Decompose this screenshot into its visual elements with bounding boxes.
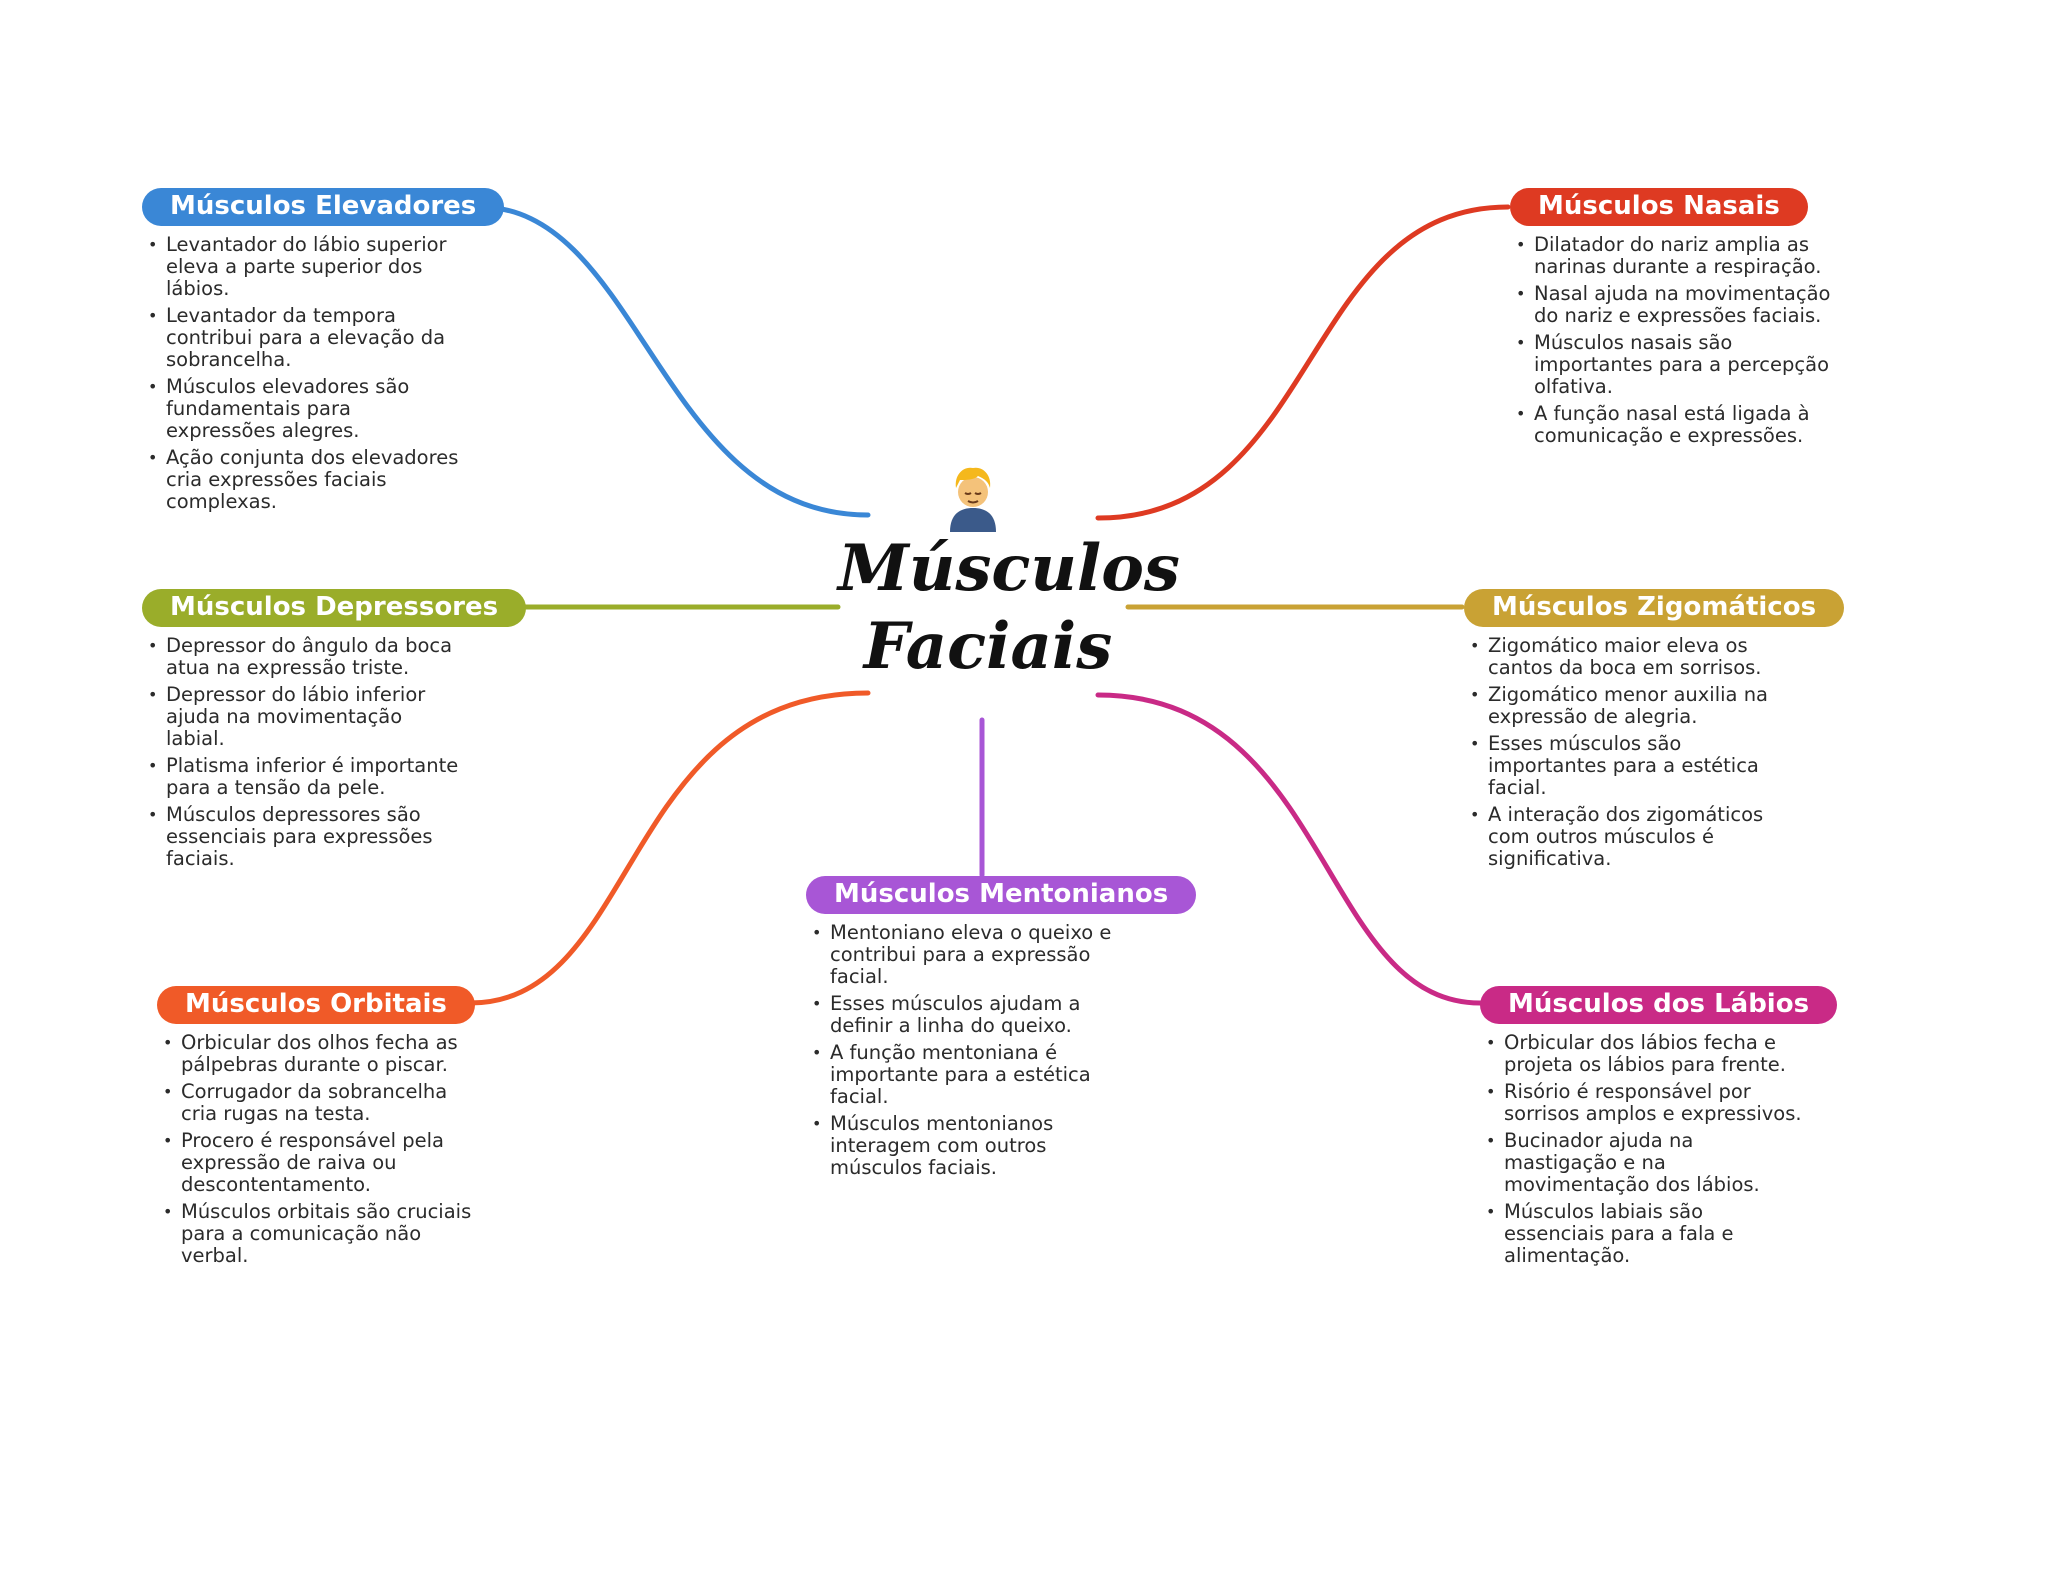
branch-title[interactable]: Músculos Mentonianos	[806, 876, 1197, 914]
connector-nasais	[1095, 204, 1511, 521]
branch-zigomaticos: Músculos Zigomáticos Zigomático maior el…	[1464, 589, 1845, 875]
person-icon	[938, 462, 1008, 532]
central-topic-line1: Músculos	[838, 531, 1180, 606]
branch-title[interactable]: Músculos dos Lábios	[1480, 986, 1838, 1024]
branch-points: Depressor do ângulo da boca atua na expr…	[142, 635, 526, 870]
list-item: Músculos elevadores são fundamentais par…	[148, 376, 466, 442]
list-item: Levantador da tempora contribui para a e…	[148, 305, 466, 371]
list-item: Músculos nasais são importantes para a p…	[1516, 332, 1834, 398]
list-item: A função mentoniana é importante para a …	[812, 1042, 1130, 1108]
branch-points: Orbicular dos olhos fecha as pálpebras d…	[157, 1032, 481, 1267]
branch-title[interactable]: Músculos Elevadores	[142, 188, 505, 226]
list-item: Músculos orbitais são cruciais para a co…	[163, 1201, 481, 1267]
branch-title[interactable]: Músculos Depressores	[142, 589, 527, 627]
list-item: Corrugador da sobrancelha cria rugas na …	[163, 1081, 481, 1125]
branch-points: Mentoniano eleva o queixo e contribui pa…	[806, 922, 1196, 1179]
branch-title[interactable]: Músculos Zigomáticos	[1464, 589, 1845, 627]
list-item: Orbicular dos olhos fecha as pálpebras d…	[163, 1032, 481, 1076]
branch-points: Orbicular dos lábios fecha e projeta os …	[1480, 1032, 1837, 1267]
list-item: Músculos labiais são essenciais para a f…	[1486, 1201, 1804, 1267]
branch-points: Dilatador do nariz amplia as narinas dur…	[1510, 234, 1834, 447]
branch-orbitais: Músculos Orbitais Orbicular dos olhos fe…	[157, 986, 481, 1272]
list-item: Depressor do lábio inferior ajuda na mov…	[148, 684, 466, 750]
list-item: Ação conjunta dos elevadores cria expres…	[148, 447, 466, 513]
list-item: Risório é responsável por sorrisos amplo…	[1486, 1081, 1804, 1125]
list-item: Esses músculos são importantes para a es…	[1470, 733, 1788, 799]
central-topic-line2: Faciais	[863, 609, 1113, 684]
branch-elevadores: Músculos Elevadores Levantador do lábio …	[142, 188, 505, 518]
list-item: Zigomático maior eleva os cantos da boca…	[1470, 635, 1788, 679]
list-item: Músculos depressores são essenciais para…	[148, 804, 466, 870]
list-item: Procero é responsável pela expressão de …	[163, 1130, 481, 1196]
branch-depressores: Músculos Depressores Depressor do ângulo…	[142, 589, 527, 875]
branch-mentonianos: Músculos Mentonianos Mentoniano eleva o …	[806, 876, 1197, 1184]
list-item: Dilatador do nariz amplia as narinas dur…	[1516, 234, 1834, 278]
list-item: Bucinador ajuda na mastigação e na movim…	[1486, 1130, 1804, 1196]
list-item: A interação dos zigomáticos com outros m…	[1470, 804, 1788, 870]
connector-orbitais	[467, 690, 871, 1006]
list-item: Platisma inferior é importante para a te…	[148, 755, 466, 799]
central-topic: Músculos Faciais	[838, 530, 1180, 686]
list-item: Levantador do lábio superior eleva a par…	[148, 234, 466, 300]
list-item: A função nasal está ligada à comunicação…	[1516, 403, 1834, 447]
branch-labios: Músculos dos Lábios Orbicular dos lábios…	[1480, 986, 1838, 1272]
connector-elevadores	[477, 204, 871, 518]
branch-nasais: Músculos Nasais Dilatador do nariz ampli…	[1510, 188, 1834, 452]
list-item: Orbicular dos lábios fecha e projeta os …	[1486, 1032, 1804, 1076]
connector-labios	[1095, 692, 1483, 1006]
list-item: Zigomático menor auxilia na expressão de…	[1470, 684, 1788, 728]
list-item: Mentoniano eleva o queixo e contribui pa…	[812, 922, 1130, 988]
list-item: Músculos mentonianos interagem com outro…	[812, 1113, 1130, 1179]
list-item: Nasal ajuda na movimentação do nariz e e…	[1516, 283, 1834, 327]
branch-points: Levantador do lábio superior eleva a par…	[142, 234, 504, 513]
branch-title[interactable]: Músculos Nasais	[1510, 188, 1808, 226]
list-item: Esses músculos ajudam a definir a linha …	[812, 993, 1130, 1037]
branch-points: Zigomático maior eleva os cantos da boca…	[1464, 635, 1844, 870]
list-item: Depressor do ângulo da boca atua na expr…	[148, 635, 466, 679]
branch-title[interactable]: Músculos Orbitais	[157, 986, 475, 1024]
